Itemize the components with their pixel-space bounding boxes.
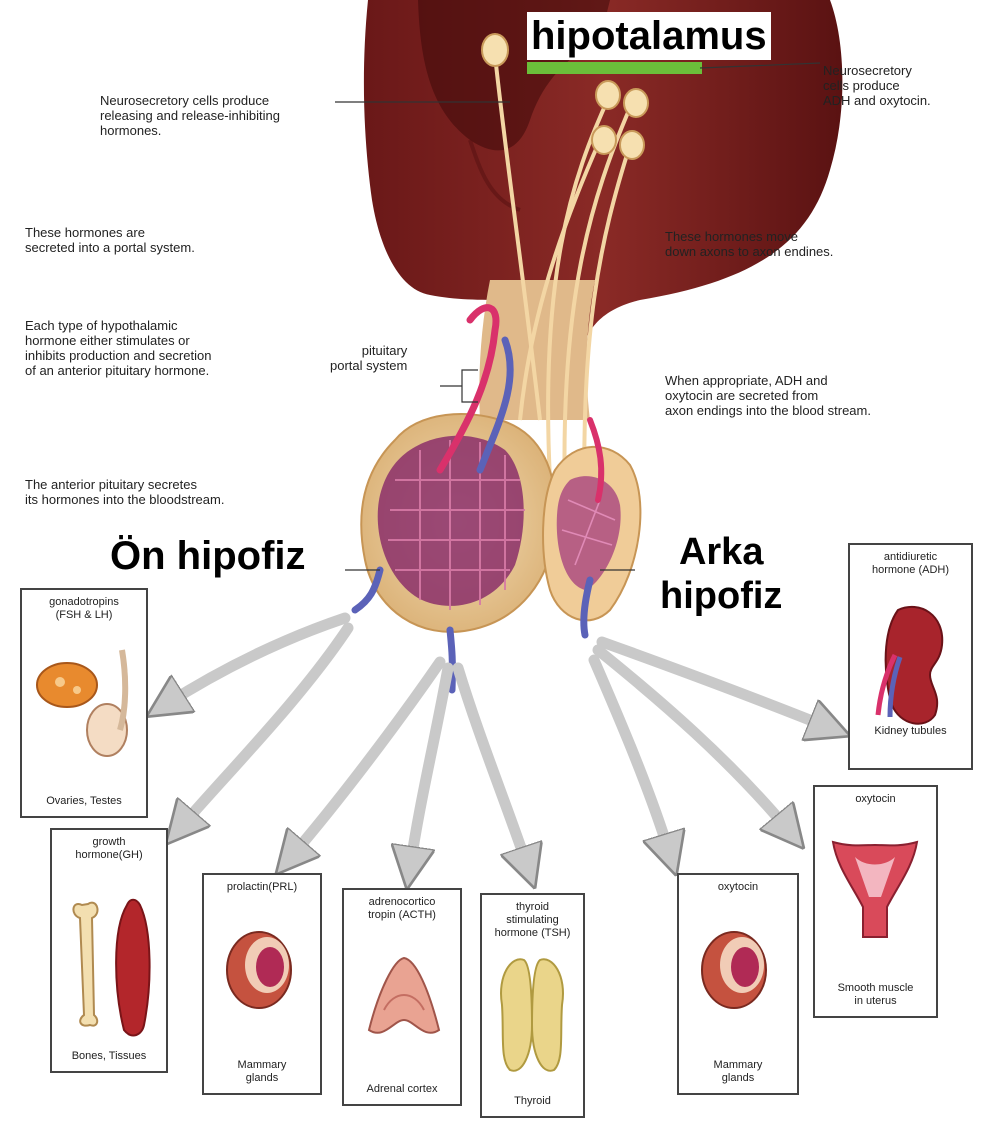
adh-title: antidiuretic hormone (ADH) xyxy=(850,551,971,577)
hypothalamus-label-bar xyxy=(527,62,702,74)
anterior-pituitary xyxy=(361,414,556,632)
prolactin-target: Mammary glands xyxy=(204,1059,320,1085)
hypothalamus-label: hipotalamus xyxy=(527,12,771,60)
tsh-target: Thyroid xyxy=(482,1095,583,1108)
box-tsh: thyroid stimulating hormone (TSH) Thyroi… xyxy=(480,893,585,1118)
ovary-testis-icon xyxy=(22,590,146,816)
note-portal-system: These hormones are secreted into a porta… xyxy=(25,225,195,255)
hormone-arrows xyxy=(165,618,830,868)
anterior-pituitary-label: Ön hipofiz xyxy=(106,532,310,580)
note-axon-transport: These hormones move down axons to axon e… xyxy=(665,229,833,259)
note-hypothalamic-hormone: Each type of hypothalamic hormone either… xyxy=(25,318,211,378)
box-oxytocin-uterus: oxytocin Smooth muscle in uterus xyxy=(813,785,938,1018)
oxytocin-mammary-target: Mammary glands xyxy=(679,1059,797,1085)
box-oxytocin-mammary: oxytocin Mammary glands xyxy=(677,873,799,1095)
acth-target: Adrenal cortex xyxy=(344,1083,460,1096)
box-growth-hormone: growth hormone(GH) Bones, Tissues xyxy=(50,828,168,1073)
acth-title: adrenocortico tropin (ACTH) xyxy=(344,896,460,922)
adh-target: Kidney tubules xyxy=(850,725,971,738)
box-adh: antidiuretic hormone (ADH) Kidney tubule… xyxy=(848,543,973,770)
bone-muscle-icon xyxy=(52,830,166,1071)
oxytocin-uterus-title: oxytocin xyxy=(815,793,936,806)
gonadotropins-title: gonadotropins (FSH & LH) xyxy=(22,596,146,622)
box-prolactin: prolactin(PRL) Mammary glands xyxy=(202,873,322,1095)
oxytocin-uterus-target: Smooth muscle in uterus xyxy=(815,982,936,1008)
posterior-pituitary xyxy=(543,447,640,621)
adrenal-cortex-icon xyxy=(344,890,460,1104)
gonadotropins-target: Ovaries, Testes xyxy=(22,795,146,808)
prolactin-title: prolactin(PRL) xyxy=(204,881,320,894)
note-anterior-secretes: The anterior pituitary secretes its horm… xyxy=(25,477,224,507)
note-neurosecretory-releasing: Neurosecretory cells produce releasing a… xyxy=(100,93,280,138)
growth-hormone-title: growth hormone(GH) xyxy=(52,836,166,862)
box-acth: adrenocortico tropin (ACTH) Adrenal cort… xyxy=(342,888,462,1106)
posterior-pituitary-label: Arka hipofiz xyxy=(652,528,790,620)
box-gonadotropins: gonadotropins (FSH & LH) Ovaries, Testes xyxy=(20,588,148,818)
note-axon-release: When appropriate, ADH and oxytocin are s… xyxy=(665,373,871,418)
portal-system-label: pituitary portal system xyxy=(330,343,407,373)
growth-hormone-target: Bones, Tissues xyxy=(52,1050,166,1063)
note-adh-oxytocin-cells: Neurosecretory cells produce ADH and oxy… xyxy=(823,63,931,108)
tsh-title: thyroid stimulating hormone (TSH) xyxy=(482,901,583,940)
oxytocin-mammary-title: oxytocin xyxy=(679,881,797,894)
